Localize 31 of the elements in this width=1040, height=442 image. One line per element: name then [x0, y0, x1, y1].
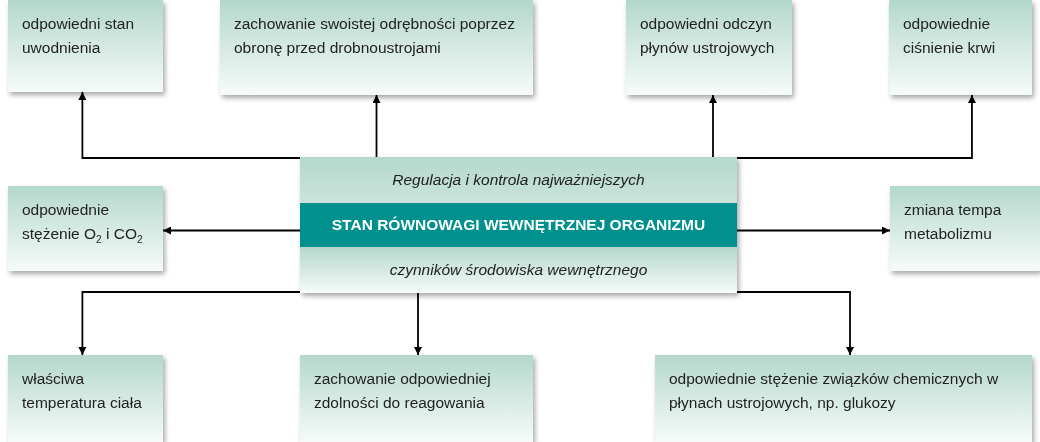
subheading: czynników środowiska wewnętrznego [300, 247, 737, 293]
arrow [78, 291, 301, 356]
heading: Regulacja i kontrola najważniejszych [391, 170, 646, 190]
label: zachowanie swoistej odrębności poprzez obronę przed drobnoustrojami [234, 14, 516, 58]
label: odpowiednie ciśnienie krwi [903, 14, 997, 58]
arrow [372, 94, 381, 158]
text-box [890, 186, 1040, 271]
arrow [736, 226, 891, 235]
arrow [78, 91, 301, 159]
label: odpowiednie stężenie związków chemicznych w płynach ustrojowych, np. glukozy [669, 369, 1000, 413]
arrow [709, 94, 717, 158]
label: odpowiednie stężenie O$_{2}$ i CO$_{2}$ [22, 200, 144, 246]
arrow [414, 292, 422, 356]
label: zmiana tempa metabolizmu [904, 200, 1003, 244]
label: właściwa temperatura ciała [22, 369, 143, 413]
arrow [736, 291, 854, 356]
text-box [8, 0, 163, 92]
text-box [655, 355, 1032, 442]
title-band: STAN RÓWNOWAGI WEWNĘTRZNEJ ORGANIZMU [300, 203, 737, 247]
label: odpowiedni odczyn płynów ustrojowych [640, 14, 776, 58]
arrow [162, 226, 301, 235]
text-box [889, 0, 1032, 95]
text-box [220, 0, 533, 95]
arrow [736, 94, 976, 159]
label: zachowanie odpowiedniej zdolności do reagowania [314, 369, 492, 413]
label: odpowiedni stan uwodnienia [22, 14, 136, 58]
text-box [8, 186, 163, 271]
text-box [8, 355, 163, 442]
text-box [626, 0, 792, 95]
text-box [300, 355, 533, 442]
central-box [300, 157, 737, 293]
